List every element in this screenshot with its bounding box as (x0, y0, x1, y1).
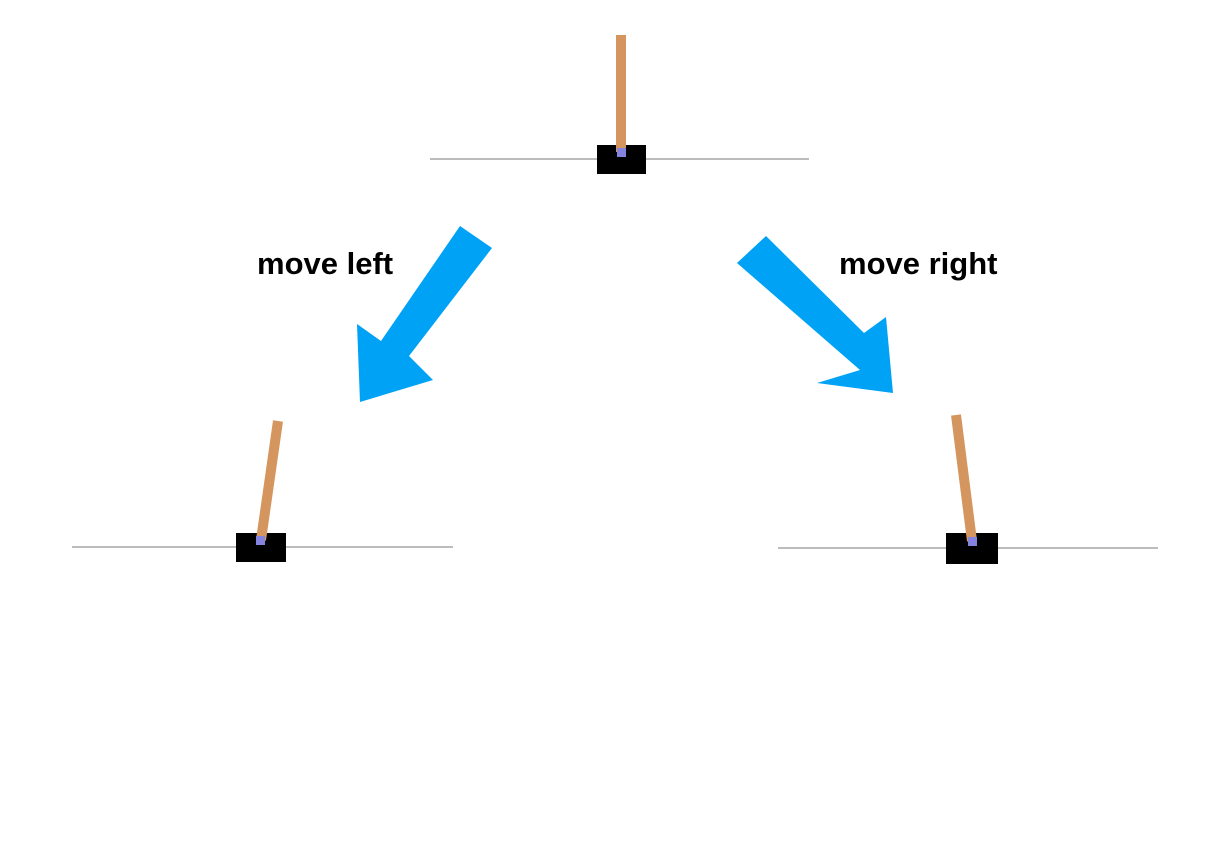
cartpole-initial (430, 35, 809, 174)
axle-right (968, 537, 977, 546)
cartpole-after-right (778, 414, 1158, 564)
label-move-right: move right (839, 246, 997, 281)
axle-initial (617, 148, 626, 157)
pole-right (951, 414, 977, 542)
axle-left (256, 536, 265, 545)
arrow-left (357, 226, 492, 402)
cartpole-after-left (72, 420, 453, 562)
arrow-right (737, 236, 893, 393)
label-move-left: move left (257, 246, 393, 281)
pole-left (256, 420, 283, 541)
